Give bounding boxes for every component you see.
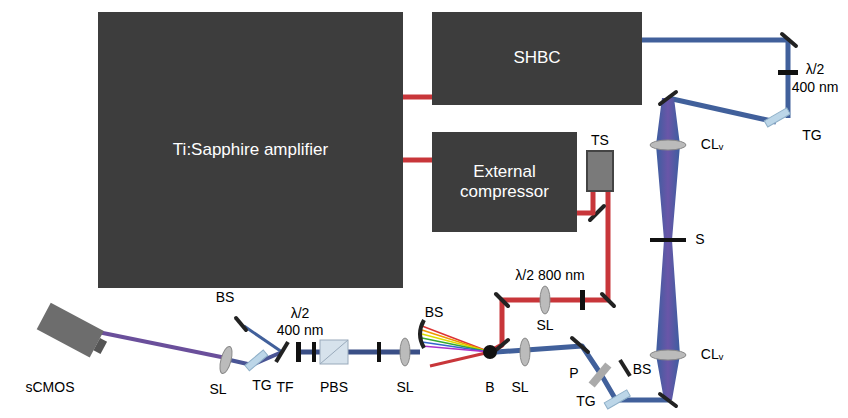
component-label: SL	[209, 382, 226, 397]
device-label: External compressor	[440, 162, 569, 203]
component-label: BS	[425, 305, 444, 320]
device-box: External compressor	[432, 132, 577, 232]
component-label: S	[695, 232, 704, 247]
component-label: SL	[536, 318, 553, 333]
component-label: TF	[276, 380, 293, 395]
component-label: 400 nm	[792, 80, 839, 95]
component-label: PBS	[320, 380, 348, 395]
component-label: SL	[511, 380, 528, 395]
component-label: TG	[802, 128, 821, 143]
component-label: CLᵥ	[701, 137, 723, 152]
component-label: CLᵥ	[701, 347, 723, 362]
component-label: BS	[633, 362, 652, 377]
device-label: TS	[591, 132, 609, 148]
component-label: 400 nm	[277, 323, 324, 338]
component-label: SL	[396, 380, 413, 395]
component-label: B	[485, 380, 494, 395]
component-label: TG	[252, 378, 271, 393]
laser-beam	[577, 192, 593, 213]
component-label: sCMOS	[26, 380, 75, 395]
component-label: λ/2 800 nm	[515, 268, 584, 283]
component-label: BS	[216, 290, 235, 305]
device-box: Ti:Sapphire amplifier	[98, 12, 403, 288]
component-label: λ/2	[291, 306, 310, 321]
laser-beam	[403, 97, 432, 98]
device-label: SHBC	[513, 48, 560, 68]
translation-stage: TS	[586, 150, 614, 192]
component-label: λ/2	[806, 62, 825, 77]
component-label: P	[569, 366, 578, 381]
component-label: TG	[576, 394, 595, 409]
device-label: Ti:Sapphire amplifier	[173, 140, 328, 160]
device-box: SHBC	[432, 12, 642, 105]
laser-beam	[403, 160, 432, 161]
